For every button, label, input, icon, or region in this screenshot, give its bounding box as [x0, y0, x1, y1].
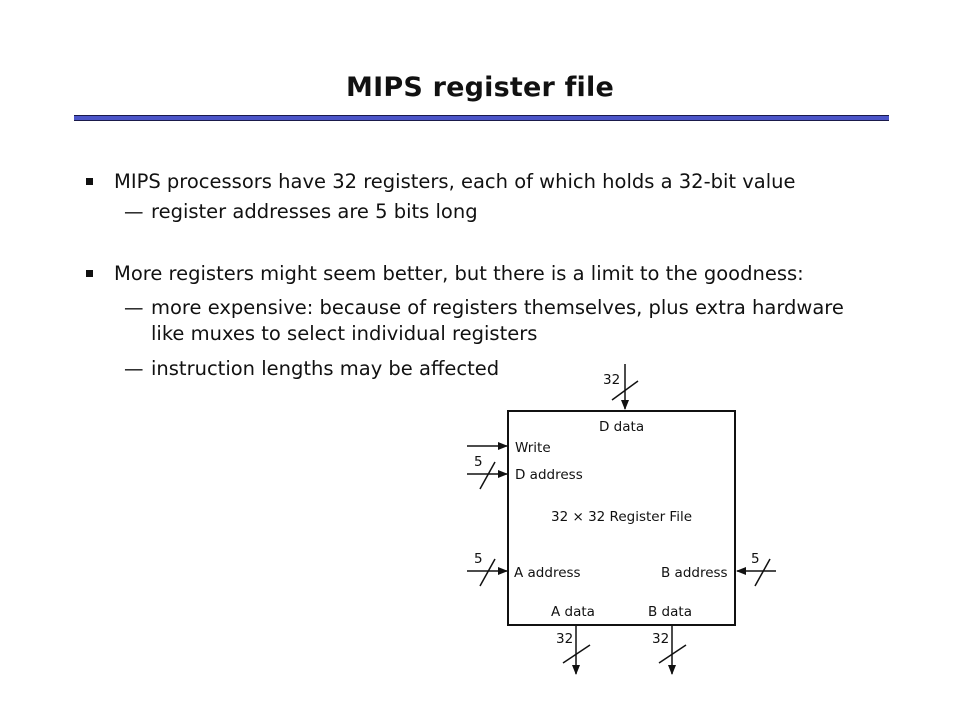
bullet-square-icon	[86, 270, 93, 277]
d-address-bus-slash	[479, 461, 496, 490]
bullet-2-sub-1-text: more expensive: because of registers the…	[151, 296, 844, 319]
bullet-square-icon	[86, 178, 93, 185]
title-rule-fill	[74, 116, 889, 120]
b-data-label: B data	[648, 604, 692, 620]
register-file-title: 32 × 32 Register File	[551, 509, 692, 525]
a-address-label: A address	[514, 565, 581, 581]
bullet-1-text: MIPS processors have 32 registers, each …	[114, 170, 796, 193]
bullet-1-sub-1-text: register addresses are 5 bits long	[151, 200, 478, 223]
register-file-box	[507, 410, 736, 626]
d-address-label: D address	[515, 467, 583, 483]
a-data-bus-slash	[562, 644, 591, 664]
d-address-width-label: 5	[474, 454, 483, 470]
title-rule	[74, 115, 889, 121]
b-address-bus-slash	[754, 558, 771, 587]
dash-icon: —	[124, 200, 144, 223]
a-address-bus-slash	[479, 558, 496, 587]
write-label: Write	[515, 440, 551, 456]
d-data-bus-slash	[611, 380, 639, 401]
d-data-width-label: 32	[603, 372, 620, 388]
slide-title: MIPS register file	[346, 72, 614, 103]
d-data-label: D data	[599, 419, 644, 435]
b-address-width-label: 5	[751, 551, 760, 567]
dash-icon: —	[124, 296, 144, 319]
bullet-2-sub-2-text: instruction lengths may be affected	[151, 357, 500, 380]
dash-icon: —	[124, 357, 144, 380]
a-data-label: A data	[551, 604, 595, 620]
a-data-width-label: 32	[556, 631, 573, 647]
bullet-2-text: More registers might seem better, but th…	[114, 262, 804, 285]
b-address-label: B address	[661, 565, 728, 581]
bullet-2-sub-1-continuation-text: like muxes to select individual register…	[151, 322, 538, 345]
b-data-bus-slash	[658, 644, 687, 664]
a-address-width-label: 5	[474, 551, 483, 567]
b-data-width-label: 32	[652, 631, 669, 647]
